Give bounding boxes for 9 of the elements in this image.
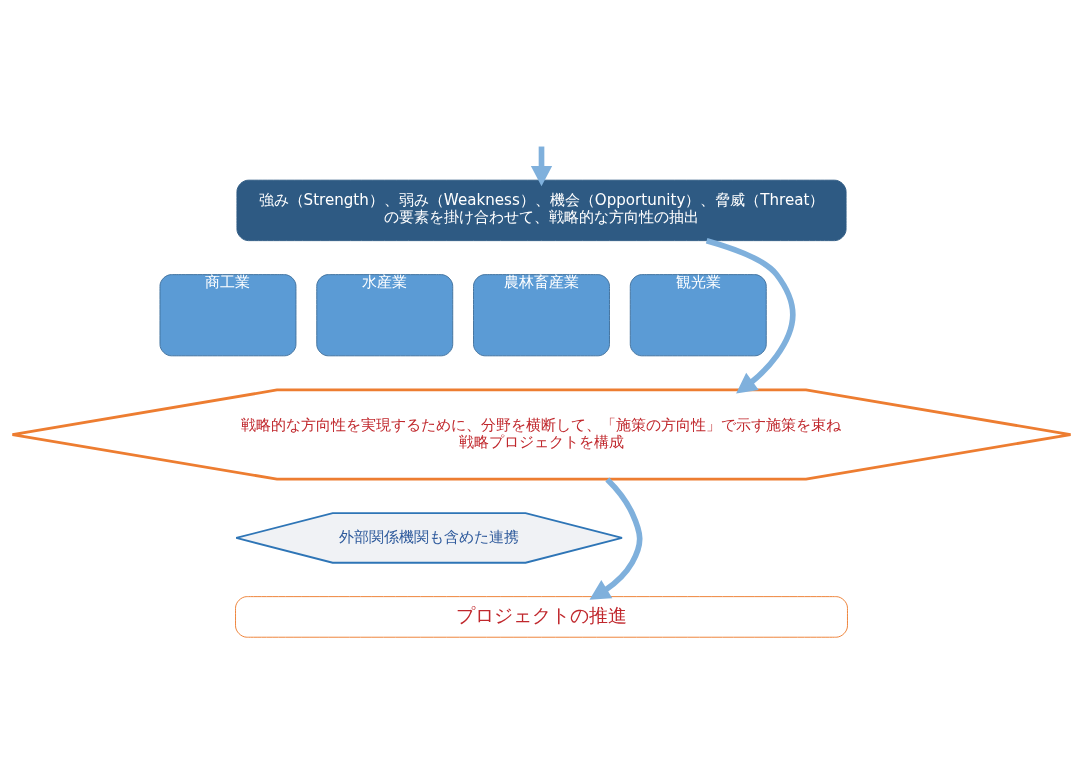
node-box: 水産業 — [316, 274, 454, 357]
arrow — [530, 146, 553, 187]
arrow — [705, 237, 796, 394]
node-box: 強み（Strength）、弱み（Weakness）、機会（Opportunity）、脅威（Threat）の要素を掛け合わせて、戦略的な方向性の抽出 — [236, 179, 847, 242]
node-box: 観光業 — [629, 274, 767, 357]
arrow — [589, 477, 643, 600]
node-box: プロジェクトの推進 — [235, 596, 848, 638]
node-box: 商工業 — [159, 274, 297, 357]
node-box: 農林畜産業 — [473, 274, 610, 357]
